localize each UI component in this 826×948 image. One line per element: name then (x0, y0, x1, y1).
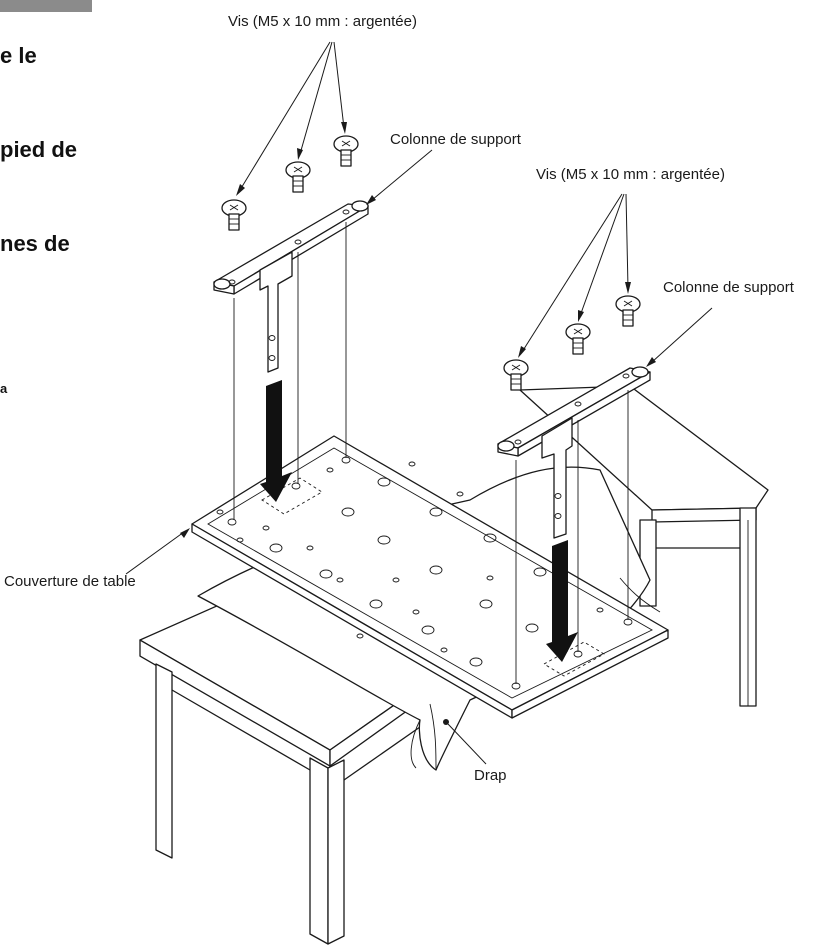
down-arrow-left (260, 380, 292, 502)
leader-lines (125, 41, 713, 765)
label-screws-right: Vis (M5 x 10 mm : argentée) (536, 166, 725, 183)
left-table-leg-1 (155, 663, 173, 859)
heading-fragment-1: e le (0, 43, 37, 68)
section-tab-marker (0, 0, 92, 12)
label-support-column-left: Colonne de support (390, 131, 521, 148)
label-support-column-right: Colonne de support (663, 279, 794, 296)
screw-left-3 (333, 135, 359, 167)
left-table-leg-3 (327, 759, 345, 945)
support-column-right-post (541, 417, 573, 539)
screw-right-3 (615, 295, 641, 327)
screw-left-1 (221, 199, 247, 231)
support-column-left (213, 200, 369, 373)
screw-right-1 (503, 359, 529, 391)
down-arrow-right (546, 540, 578, 662)
support-column-right (497, 366, 651, 539)
screws-left (221, 135, 359, 231)
support-column-left-post (259, 251, 293, 373)
alignment-lines (233, 222, 629, 684)
label-screws-left: Vis (M5 x 10 mm : argentée) (228, 13, 417, 30)
table-cover-holes (216, 461, 604, 667)
table-cover-side-edge (511, 629, 669, 719)
label-sheet: Drap (474, 767, 507, 784)
text-fragment: a (0, 381, 8, 396)
left-table-leg-2 (309, 757, 329, 945)
label-table-cover: Couverture de table (4, 573, 136, 590)
screw-right-2 (565, 323, 591, 355)
heading-fragment-3: nes de (0, 231, 70, 256)
table-cover (191, 435, 669, 719)
screw-left-2 (285, 161, 311, 193)
heading-fragment-2: pied de (0, 137, 78, 162)
screws-right (503, 295, 641, 391)
